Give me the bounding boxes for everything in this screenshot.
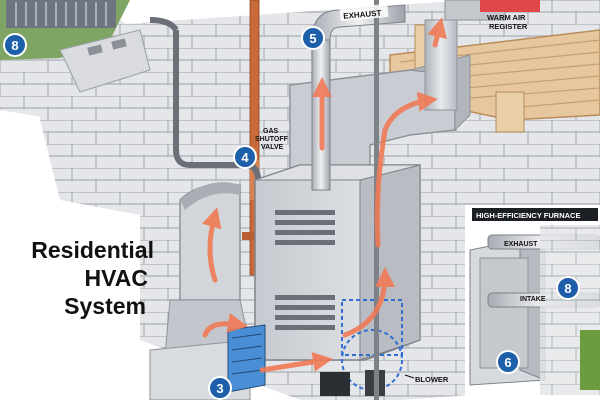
diagram-title: Residential HVAC System xyxy=(0,236,160,320)
svg-text:5: 5 xyxy=(309,31,316,46)
supply-duct xyxy=(289,19,471,191)
label-hef-exhaust: EXHAUST xyxy=(504,241,538,248)
label-hef-intake: INTAKE xyxy=(520,296,546,303)
furnace xyxy=(254,164,421,361)
label-valve: VALVE xyxy=(261,144,284,151)
airflow-arrows xyxy=(202,17,447,373)
svg-text:8: 8 xyxy=(11,38,18,53)
badge-4-gas-valve: 4 xyxy=(233,145,257,169)
badge-6-hef: 6 xyxy=(496,350,520,374)
badge-3-filter: 3 xyxy=(208,376,232,400)
svg-text:4: 4 xyxy=(241,150,249,165)
callout-gas-shutoff: GAS SHUTOFF VALVE xyxy=(255,128,289,151)
house-detail-topleft xyxy=(0,0,151,93)
callout-exhaust: EXHAUST xyxy=(339,3,389,22)
title-line-2: HVAC xyxy=(84,265,148,291)
label-warm-air-register-2: REGISTER xyxy=(489,22,528,31)
callout-high-efficiency-furnace: HIGH-EFFICIENCY FURNACE EXHAUST INTAKE xyxy=(472,208,598,303)
label-blower: BLOWER xyxy=(415,375,449,384)
badge-8-hef: 8 xyxy=(556,276,580,300)
label-high-efficiency-furnace: HIGH-EFFICIENCY FURNACE xyxy=(476,211,580,220)
svg-text:8: 8 xyxy=(564,281,571,296)
callout-warm-air-register: WARM AIR REGISTER xyxy=(487,13,528,31)
badge-5-exhaust: 5 xyxy=(301,26,325,50)
svg-text:6: 6 xyxy=(504,355,511,370)
callout-blower: BLOWER xyxy=(404,374,449,384)
label-exhaust: EXHAUST xyxy=(343,8,382,20)
svg-text:3: 3 xyxy=(216,381,223,396)
air-filter xyxy=(227,324,266,393)
title-line-1: Residential xyxy=(31,237,154,263)
badge-8-topleft: 8 xyxy=(3,33,27,57)
high-efficiency-furnace-inset xyxy=(465,205,600,400)
blower xyxy=(341,299,403,391)
label-gas: GAS xyxy=(263,128,279,135)
conduit xyxy=(149,17,261,190)
title-line-3: System xyxy=(64,293,146,319)
label-warm-air-register-1: WARM AIR xyxy=(487,13,526,22)
label-shutoff: SHUTOFF xyxy=(255,136,289,143)
